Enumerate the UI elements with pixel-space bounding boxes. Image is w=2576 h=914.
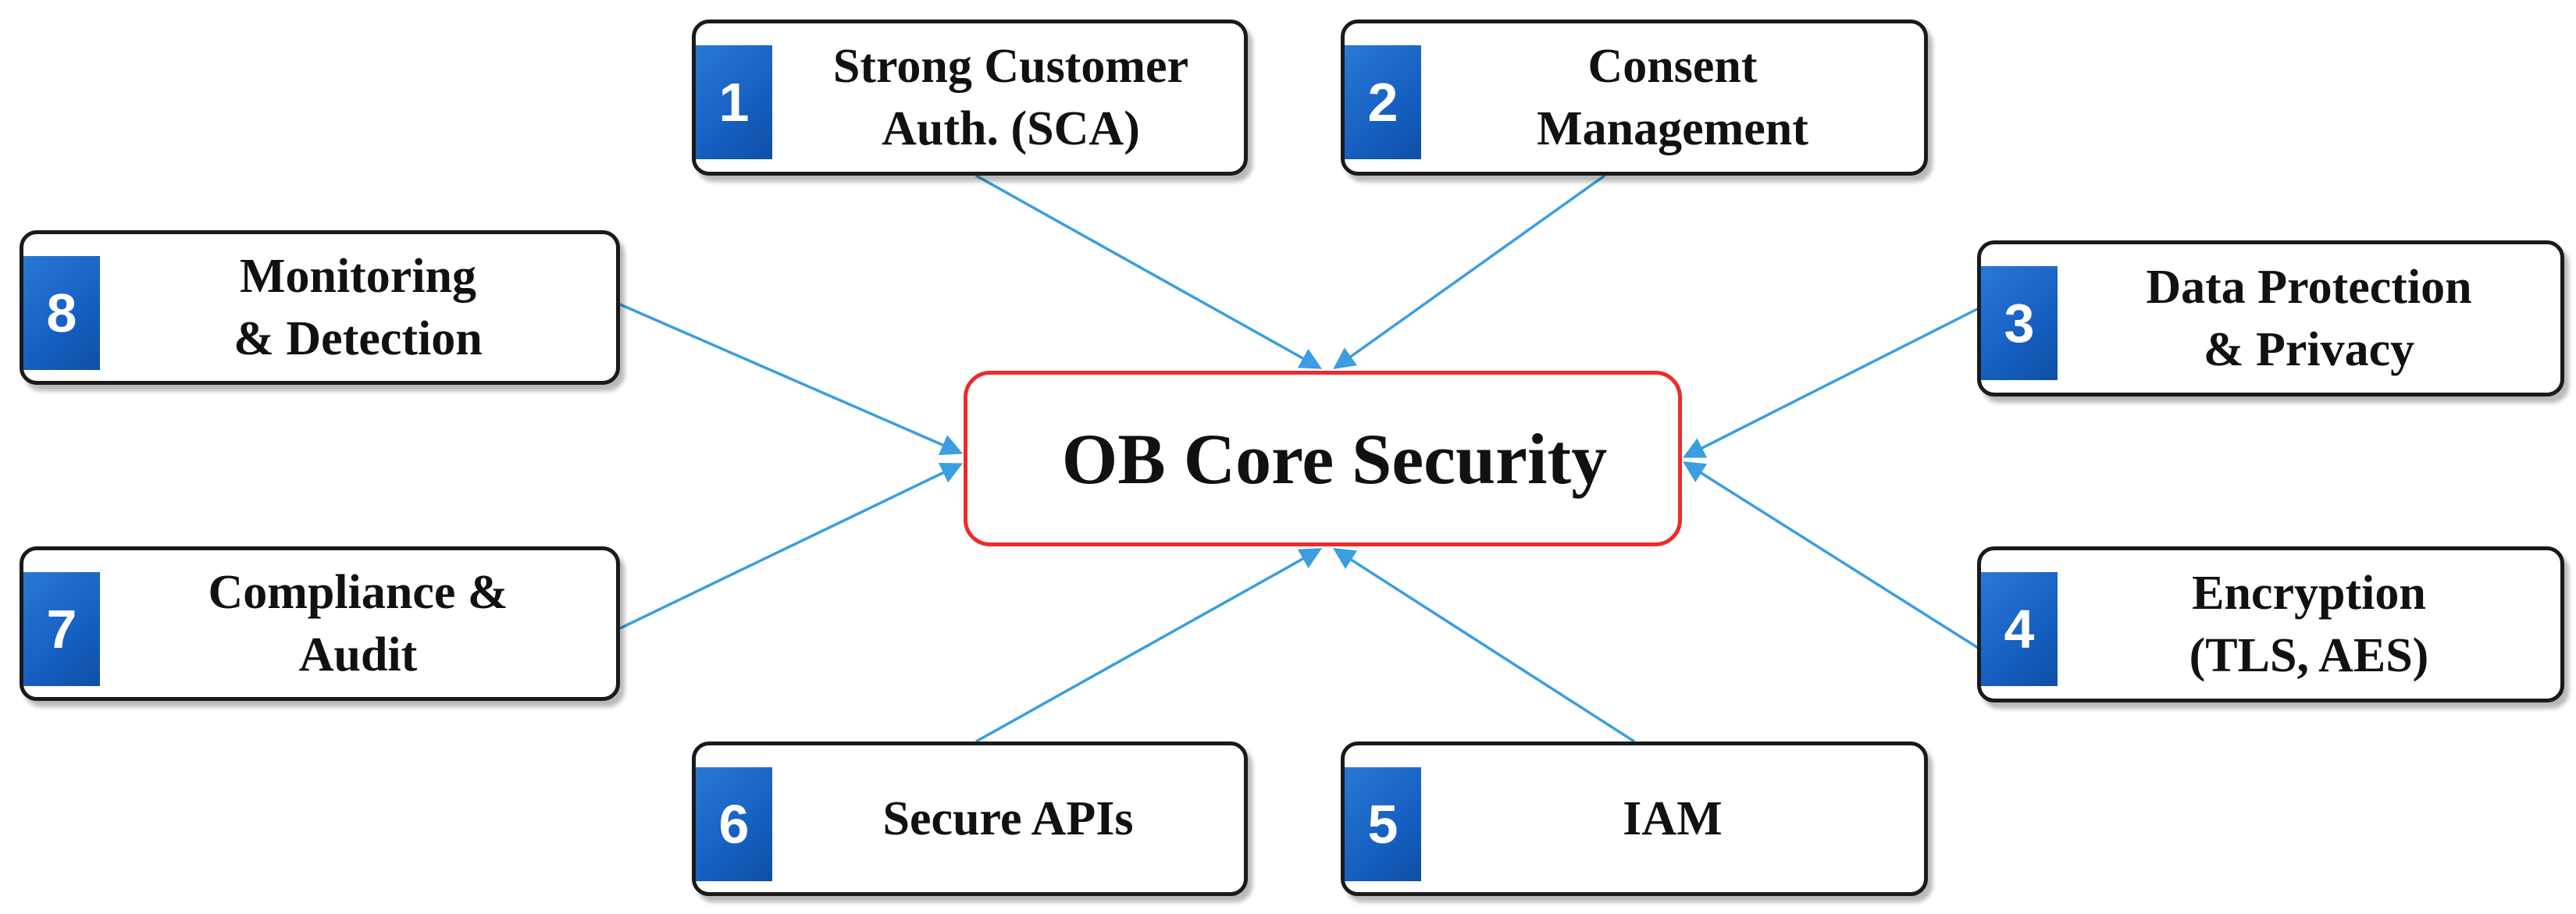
node-sca-line-1: Strong Customer bbox=[832, 40, 1189, 93]
node-compliance-line-2: Audit bbox=[298, 628, 418, 681]
node-sca: 1 Strong Customer Auth. (SCA) bbox=[692, 20, 1248, 176]
number-badge-2: 2 bbox=[1345, 45, 1421, 159]
node-encryption-label: Encryption (TLS, AES) bbox=[2058, 550, 2560, 699]
number-badge-1: 1 bbox=[696, 45, 772, 159]
node-secure-apis-line-1: Secure APIs bbox=[882, 792, 1134, 845]
node-sca-label: Strong Customer Auth. (SCA) bbox=[778, 23, 1244, 172]
connector-5 bbox=[1333, 548, 1635, 743]
connector-8 bbox=[619, 303, 964, 456]
node-consent-line-2: Management bbox=[1537, 102, 1808, 155]
node-iam: 5 IAM bbox=[1341, 742, 1928, 896]
number-badge-5: 5 bbox=[1345, 767, 1421, 881]
node-compliance-label: Compliance & Audit bbox=[100, 550, 616, 697]
core-security-title: OB Core Security bbox=[1061, 418, 1608, 499]
connector-3 bbox=[1682, 305, 1983, 458]
node-consent: 2 Consent Management bbox=[1341, 20, 1928, 176]
node-monitoring-line-1: Monitoring bbox=[239, 250, 477, 303]
node-encryption-line-1: Encryption bbox=[2192, 567, 2426, 620]
node-monitoring: 8 Monitoring & Detection bbox=[20, 230, 620, 385]
node-data-protection: 3 Data Protection & Privacy bbox=[1977, 240, 2564, 397]
number-badge-4: 4 bbox=[1981, 572, 2058, 686]
node-consent-line-1: Consent bbox=[1587, 40, 1758, 93]
node-monitoring-label: Monitoring & Detection bbox=[100, 234, 616, 381]
connector-2 bbox=[1333, 174, 1606, 370]
number-badge-7: 7 bbox=[23, 572, 100, 686]
number-badge-6: 6 bbox=[696, 767, 772, 881]
node-data-protection-label: Data Protection & Privacy bbox=[2058, 244, 2560, 393]
node-secure-apis-label: Secure APIs bbox=[772, 745, 1244, 892]
node-secure-apis: 6 Secure APIs bbox=[692, 742, 1248, 896]
connector-6 bbox=[975, 548, 1323, 743]
connector-4 bbox=[1683, 461, 1983, 652]
core-security-node: OB Core Security bbox=[964, 371, 1682, 546]
connector-1 bbox=[975, 174, 1323, 369]
node-encryption: 4 Encryption (TLS, AES) bbox=[1977, 546, 2564, 702]
node-iam-label: IAM bbox=[1421, 745, 1924, 892]
node-data-protection-line-1: Data Protection bbox=[2146, 261, 2472, 314]
number-badge-8: 8 bbox=[23, 256, 100, 370]
node-encryption-line-2: (TLS, AES) bbox=[2189, 629, 2429, 682]
node-compliance-line-1: Compliance & bbox=[208, 566, 508, 619]
node-sca-line-2: Auth. (SCA) bbox=[882, 102, 1140, 155]
node-iam-line-1: IAM bbox=[1623, 792, 1723, 845]
node-consent-label: Consent Management bbox=[1421, 23, 1924, 172]
node-data-protection-line-2: & Privacy bbox=[2203, 323, 2415, 376]
connector-7 bbox=[619, 463, 964, 630]
node-compliance: 7 Compliance & Audit bbox=[20, 546, 620, 701]
number-badge-3: 3 bbox=[1981, 266, 2058, 380]
node-monitoring-line-2: & Detection bbox=[233, 312, 483, 365]
